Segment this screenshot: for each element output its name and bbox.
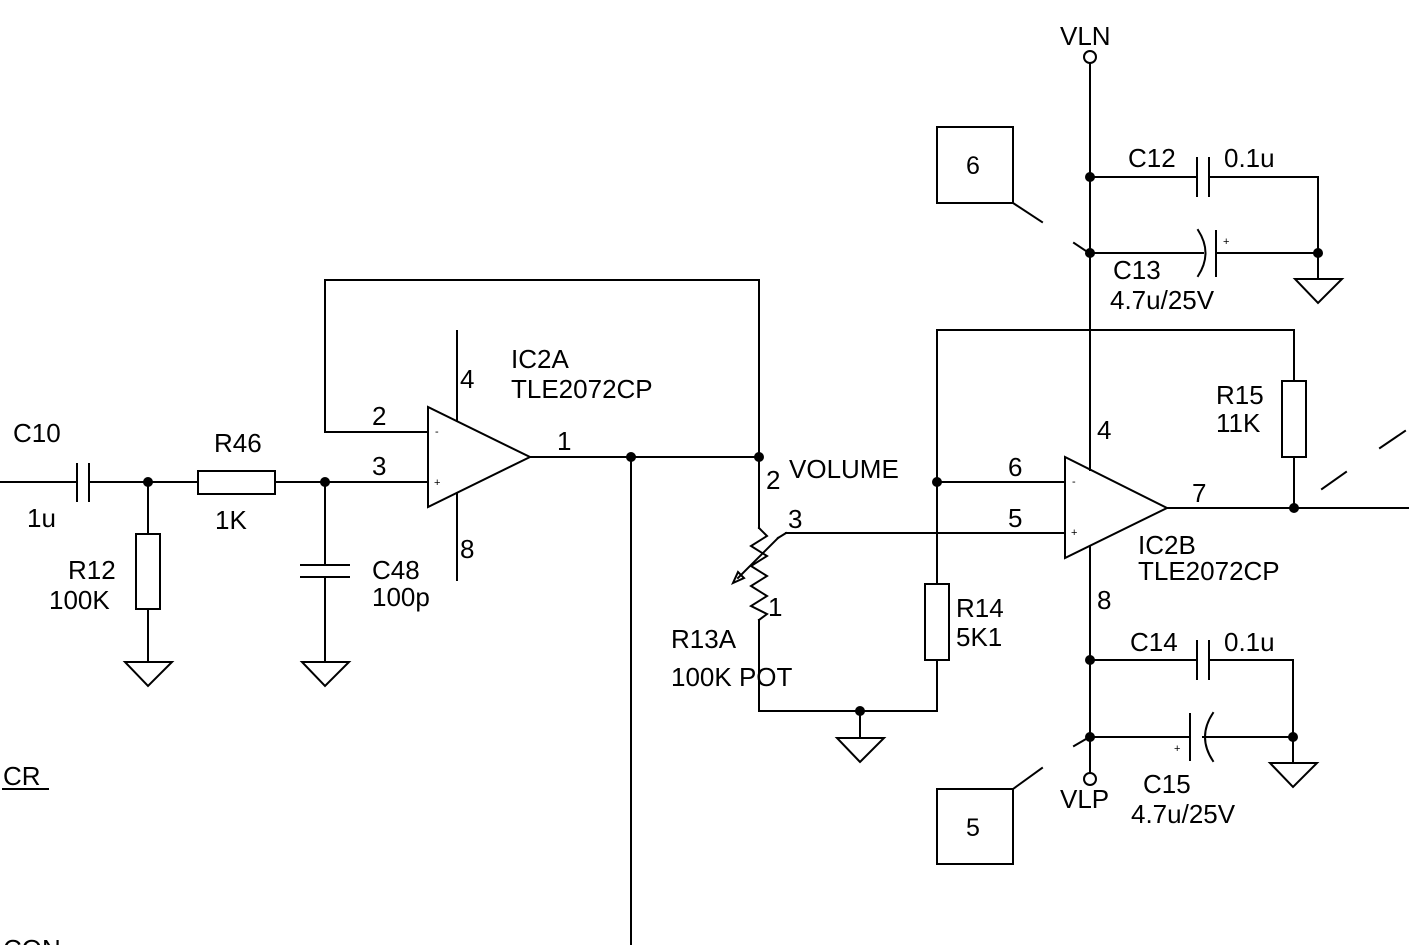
c15-value: 4.7u/25V xyxy=(1131,799,1236,829)
cr-label: CR xyxy=(3,761,41,791)
resistor-r12 xyxy=(135,533,161,610)
ground-symbol xyxy=(299,661,352,688)
junction xyxy=(1289,503,1299,513)
ground-symbol xyxy=(1292,278,1345,305)
c12-ref: C12 xyxy=(1128,143,1176,173)
pot-arrow-head xyxy=(730,570,746,586)
capacitor-c12 xyxy=(1196,157,1210,197)
ic2b-pin-7: 7 xyxy=(1192,478,1206,508)
c48-value: 100p xyxy=(372,582,430,612)
resistor-r15 xyxy=(1281,380,1307,458)
vlp-terminal xyxy=(1083,772,1097,786)
r13a-ref: R13A xyxy=(671,624,737,654)
callout-leader xyxy=(1072,241,1088,253)
callout-6-label: 6 xyxy=(966,152,980,180)
c12-value: 0.1u xyxy=(1224,143,1275,173)
opamp-ic2b xyxy=(1064,455,1170,560)
c10-value: 1u xyxy=(27,503,56,533)
vlp-label: VLP xyxy=(1060,784,1109,814)
ground-symbol xyxy=(834,737,887,764)
vln-terminal xyxy=(1083,50,1097,64)
callout-leader xyxy=(1072,737,1088,748)
ic2a-pin-2: 2 xyxy=(372,401,386,431)
wire-c12-right xyxy=(1208,176,1319,254)
capacitor-c10 xyxy=(76,463,90,502)
callout-leader xyxy=(1011,766,1044,791)
c13-ref: C13 xyxy=(1113,255,1161,285)
r13a-pin-2: 2 xyxy=(766,465,780,495)
callout-5-label: 5 xyxy=(966,814,980,842)
c48-ref: C48 xyxy=(372,555,420,585)
dashed-leader xyxy=(1320,470,1348,491)
ic2a-part: TLE2072CP xyxy=(511,374,653,404)
ic2a-pin-4: 4 xyxy=(460,364,474,394)
ic2a-pin-3: 3 xyxy=(372,451,386,481)
c14-value: 0.1u xyxy=(1224,627,1275,657)
ic2b-pin-8: 8 xyxy=(1097,585,1111,615)
ic2b-pin-4: 4 xyxy=(1097,415,1111,445)
ic2a-noninv-sign: + xyxy=(434,477,440,489)
wire-ic2a-feedback xyxy=(324,279,760,458)
wire-wiper xyxy=(776,531,788,540)
r13a-value: 100K POT xyxy=(671,662,793,692)
potentiometer-r13a xyxy=(748,526,769,622)
r14-value: 5K1 xyxy=(956,622,1002,652)
r14-ref: R14 xyxy=(956,593,1004,623)
r13a-pin-3: 3 xyxy=(788,504,802,534)
ic2a-inv-sign: - xyxy=(435,426,439,438)
pot-wiper-arrow xyxy=(736,536,780,580)
junction xyxy=(932,477,942,487)
ic2b-inv-sign: - xyxy=(1072,476,1076,488)
ic2a-ref: IC2A xyxy=(511,344,569,374)
r15-value: 11K xyxy=(1216,408,1261,438)
ic2b-noninv-sign: + xyxy=(1071,527,1077,539)
wire-c14-right xyxy=(1208,659,1294,738)
ic2b-pin-6: 6 xyxy=(1008,452,1022,482)
ic2b-pin-5: 5 xyxy=(1008,503,1022,533)
r46-ref: R46 xyxy=(214,428,262,458)
ground-symbol xyxy=(122,661,175,688)
resistor-r46 xyxy=(197,470,276,495)
ic2a-pin-8: 8 xyxy=(460,534,474,564)
c15-polarity: + xyxy=(1174,743,1180,755)
ic2a-pin-1: 1 xyxy=(557,426,571,456)
c13-polarity: + xyxy=(1223,236,1229,248)
capacitor-c14 xyxy=(1196,640,1210,680)
opamp-ic2a xyxy=(427,405,533,509)
partial-label: CON xyxy=(3,934,61,945)
c13-value: 4.7u/25V xyxy=(1110,285,1215,315)
c14-ref: C14 xyxy=(1130,627,1178,657)
r12-ref: R12 xyxy=(68,555,116,585)
vln-label: VLN xyxy=(1060,21,1111,51)
r15-ref: R15 xyxy=(1216,380,1264,410)
r13a-pin-1: 1 xyxy=(768,592,782,622)
ground-symbol xyxy=(1267,762,1320,789)
r12-value: 100K xyxy=(49,585,110,615)
ic2b-part: TLE2072CP xyxy=(1138,556,1280,586)
callout-box-6 xyxy=(936,126,1014,204)
callout-box-5 xyxy=(936,788,1014,865)
capacitor-c48 xyxy=(300,564,350,578)
dashed-leader xyxy=(1378,429,1407,450)
c15-ref: C15 xyxy=(1143,769,1191,799)
callout-leader xyxy=(1011,201,1044,224)
ic2b-ref: IC2B xyxy=(1138,530,1196,560)
c10-ref: C10 xyxy=(13,418,61,448)
wire-ic2b-feedback xyxy=(936,329,1295,483)
volume-label: VOLUME xyxy=(789,454,899,484)
resistor-r14 xyxy=(924,583,950,661)
r46-value: 1K xyxy=(215,505,247,535)
